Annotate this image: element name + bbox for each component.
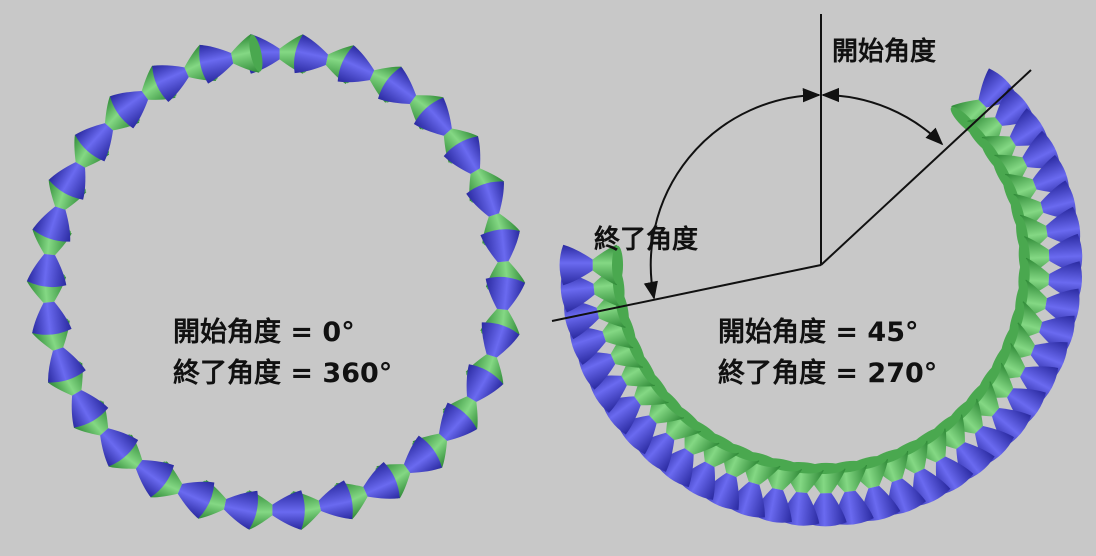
piece-inner-half bbox=[71, 390, 109, 428]
right-caption-line1: 開始角度 = 45° bbox=[718, 316, 919, 348]
left-ring bbox=[26, 34, 526, 530]
ring-piece bbox=[199, 34, 263, 84]
piece-inner-half bbox=[887, 478, 926, 515]
end-angle-arc bbox=[643, 87, 821, 300]
piece-inner-half bbox=[466, 364, 504, 402]
start-angle-label: 開始角度 bbox=[832, 36, 936, 67]
right-ring bbox=[559, 68, 1083, 527]
angle-guides bbox=[551, 14, 1032, 322]
piece-inner-half bbox=[480, 229, 520, 263]
piece-inner-half bbox=[677, 461, 715, 500]
piece-inner-half bbox=[413, 97, 452, 136]
piece-inner-half bbox=[223, 490, 258, 530]
left-caption-line1: 開始角度 = 0° bbox=[173, 316, 355, 348]
piece-inner-half bbox=[559, 244, 593, 286]
piece-inner-half bbox=[48, 347, 86, 383]
end-angle-label: 終了角度 bbox=[594, 224, 698, 255]
piece-inner-half bbox=[485, 276, 526, 310]
right-caption-line2: 終了角度 = 270° bbox=[718, 357, 937, 389]
piece-inner-half bbox=[32, 301, 72, 335]
piece-inner-half bbox=[337, 45, 375, 83]
piece-inner-half bbox=[1020, 366, 1059, 404]
piece-inner-half bbox=[177, 481, 215, 519]
piece-inner-half bbox=[135, 459, 175, 498]
piece-inner-half bbox=[272, 490, 305, 530]
piece-outer-cap bbox=[612, 245, 624, 285]
piece-inner-half bbox=[377, 66, 417, 105]
piece-inner-half bbox=[109, 91, 149, 129]
piece-inner-half bbox=[48, 162, 86, 200]
start-angle-line bbox=[820, 69, 1032, 266]
left-caption-line2: 終了角度 = 360° bbox=[173, 357, 392, 389]
piece-inner-half bbox=[318, 480, 353, 520]
start-angle-arc bbox=[821, 87, 944, 146]
piece-inner-half bbox=[74, 123, 113, 162]
piece-inner-half bbox=[32, 206, 71, 242]
piece-inner-half bbox=[443, 136, 481, 174]
piece-inner-half bbox=[1032, 155, 1070, 194]
piece-inner-half bbox=[403, 435, 443, 473]
piece-inner-half bbox=[363, 461, 400, 499]
piece-inner-half bbox=[569, 326, 606, 365]
piece-inner-half bbox=[100, 428, 139, 467]
piece-inner-half bbox=[1040, 180, 1076, 220]
piece-inner-half bbox=[294, 34, 329, 74]
piece-inner-half bbox=[439, 402, 478, 441]
piece-inner-half bbox=[152, 65, 189, 103]
piece-outer-cap bbox=[249, 34, 263, 72]
piece-inner-half bbox=[481, 322, 520, 358]
piece-inner-half bbox=[466, 181, 504, 217]
piece-inner-half bbox=[701, 472, 739, 511]
piece-inner-half bbox=[26, 254, 67, 288]
piece-inner-half bbox=[199, 44, 234, 84]
piece-inner-half bbox=[1030, 341, 1068, 380]
arc-piece bbox=[559, 244, 624, 286]
